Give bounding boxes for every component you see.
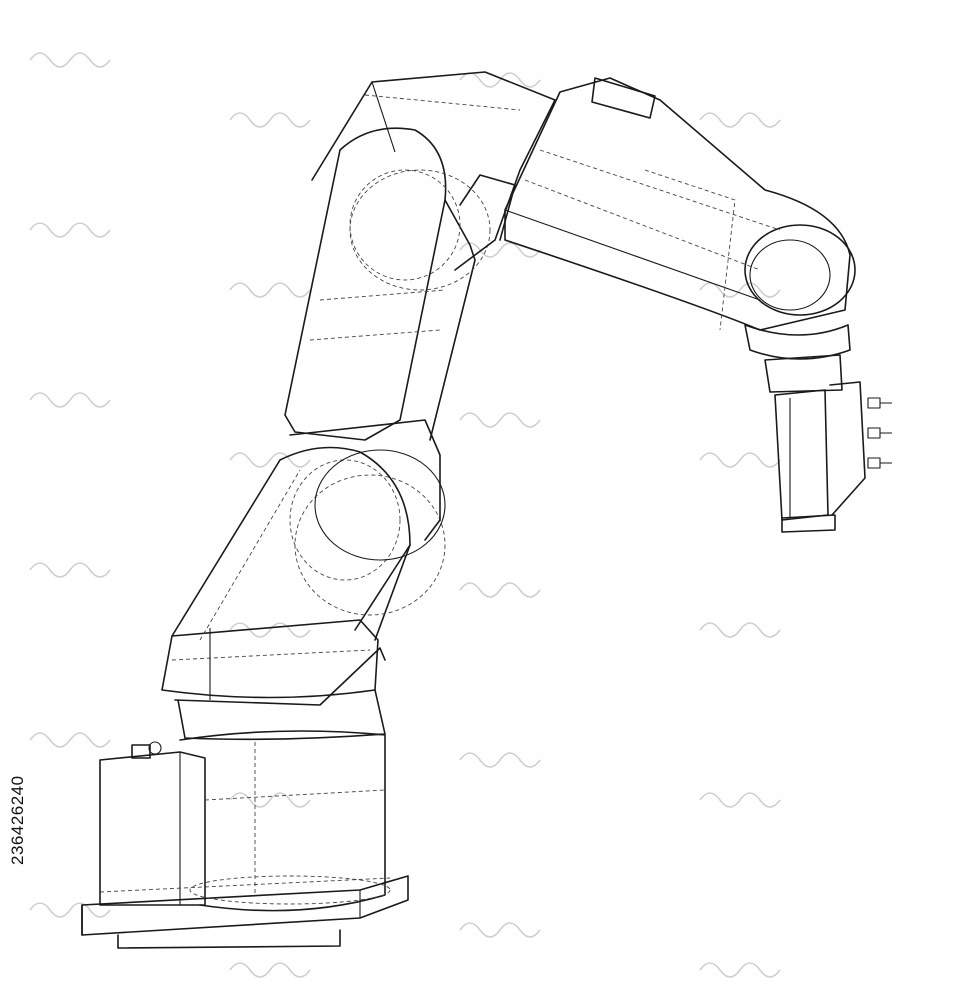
gripper-tool bbox=[774, 381, 892, 533]
stock-id-label: 236426240 bbox=[8, 775, 27, 865]
cable-box bbox=[99, 741, 206, 906]
forearm-body bbox=[504, 77, 851, 331]
elbow-joint bbox=[289, 419, 446, 561]
base-plate bbox=[81, 875, 409, 949]
shoulder-housing bbox=[311, 71, 556, 271]
base-column bbox=[179, 730, 391, 912]
watermark-pattern bbox=[29, 52, 781, 978]
wrist-joint bbox=[744, 224, 856, 393]
lower-arm bbox=[171, 446, 446, 706]
turret bbox=[161, 619, 386, 741]
upper-arm bbox=[284, 127, 491, 441]
